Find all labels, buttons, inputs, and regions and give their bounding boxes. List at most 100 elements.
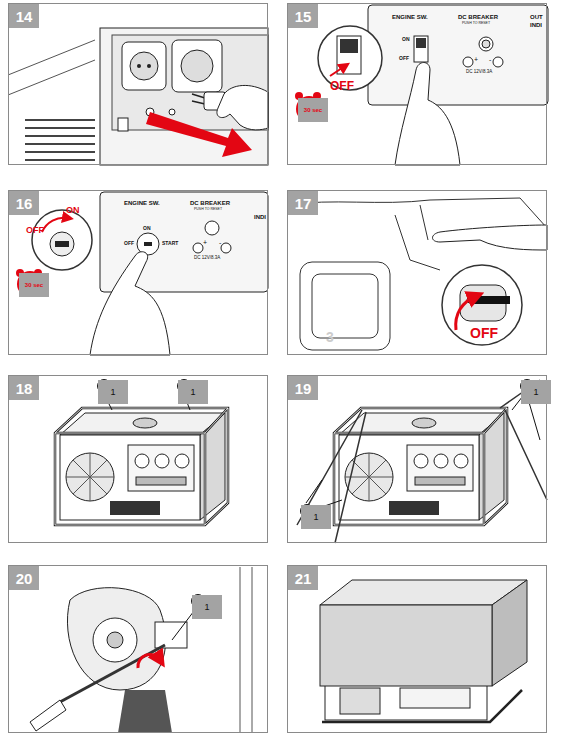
panel-label: START [162,241,178,246]
housing-edge [8,40,95,95]
cooling-fins [25,120,95,160]
panel-label: DC 12V/8.3A [466,70,492,75]
callout-number: 1 [192,595,222,619]
turn-arrow [42,218,68,232]
panel-label: + [203,239,207,246]
callout-circle: 1 [191,594,205,608]
breaker-button [479,37,493,51]
panel-14-art [8,28,268,165]
recoil-inner [312,274,378,338]
socket-hole [137,64,141,68]
panel-label: - [219,239,221,246]
panel-label: DC 12V/8.3A [194,256,220,261]
engine-outline [290,198,547,228]
panel-label: OFF [330,80,354,92]
finger [395,63,460,166]
panel-label: 3 [326,330,334,344]
panel-label: OFF [26,226,44,235]
step-panel: 21 [287,565,547,733]
socket-hole [147,64,151,68]
step-number: 17 [288,191,318,215]
panel-label: OFF [470,326,498,340]
breaker-button [205,221,219,235]
panel-label: + [474,56,478,63]
panel-21-art [320,580,527,722]
socket-cover [172,40,222,92]
socket-cover [122,42,166,90]
finger [90,252,170,355]
step-number: 18 [9,376,39,400]
engine-block [67,588,165,690]
dc-terminal [221,243,231,253]
alternator-base [340,688,380,714]
air-filter [93,618,137,662]
key-slot [144,242,152,246]
key-switch-zoom [50,232,74,256]
socket [130,52,158,80]
rocker-top [416,38,426,48]
panel-label: PUSH TO RESET [194,208,222,212]
step-number: 14 [9,4,39,28]
drain-tray [118,690,172,733]
step-number: 15 [288,4,318,28]
cover-front [320,605,492,686]
recoil-housing [300,262,390,350]
panel-18-art [55,392,228,525]
callout-circle: 1 [177,379,191,393]
timer-text: 30 sec [19,273,49,297]
hand [217,85,268,129]
callout-number: 1 [98,380,128,404]
callout-number: 1 [178,380,208,404]
key-slot-zoom [55,241,69,247]
generator [334,408,507,525]
panel-label: OFF [399,56,409,61]
step-number: 19 [288,376,318,400]
dc-terminal [493,57,503,67]
panel-17-art [290,198,547,350]
leader-line [306,392,540,510]
panel-label: - [489,56,491,63]
hand [433,225,548,250]
panel-20-art [30,567,252,733]
breaker-cap [482,40,490,48]
socket [181,50,213,82]
timer-text: 30 sec [298,98,328,122]
timer-clock: 30 sec [296,96,322,122]
rocker-zoom-top [340,39,358,53]
generator-base [325,684,487,720]
step-panel: 1911 [287,375,547,543]
turn-arrow [138,654,160,668]
panel-label: ON [143,226,151,231]
plug-pins [192,94,205,104]
callout-circle: 1 [300,504,314,518]
panel-label: DC BREAKER [190,200,230,206]
panel-label: OUT [530,14,543,20]
step-panel: 1811 [8,375,268,543]
rocker-switch [414,36,428,62]
timer-clock: 30 sec [17,271,43,297]
step-number: 20 [9,566,39,590]
cover-side [492,580,527,686]
screwdriver-shaft [60,645,165,702]
step-panel: 20 1 [8,565,268,733]
panel-label: DC BREAKER [458,14,498,20]
cover-top [320,580,527,605]
step-number: 16 [9,191,39,215]
step-number: 21 [288,566,318,590]
panel-label: ON [402,37,410,42]
step-panel: 16 30 sec [8,190,268,355]
panel-recess [112,35,268,130]
filter-nut [107,632,123,648]
panel-label: PUSH TO RESET [462,22,490,26]
press-arrow [330,66,345,76]
terminal [169,109,175,115]
frame-tube [322,690,522,722]
callout-circle: 1 [520,379,534,393]
dc-terminal [463,57,473,67]
step-panel: 15 30 sec [287,3,547,165]
callout-circle: 1 [97,379,111,393]
dc-terminal [193,243,203,253]
panel-label: ENGINE SW. [392,14,428,20]
